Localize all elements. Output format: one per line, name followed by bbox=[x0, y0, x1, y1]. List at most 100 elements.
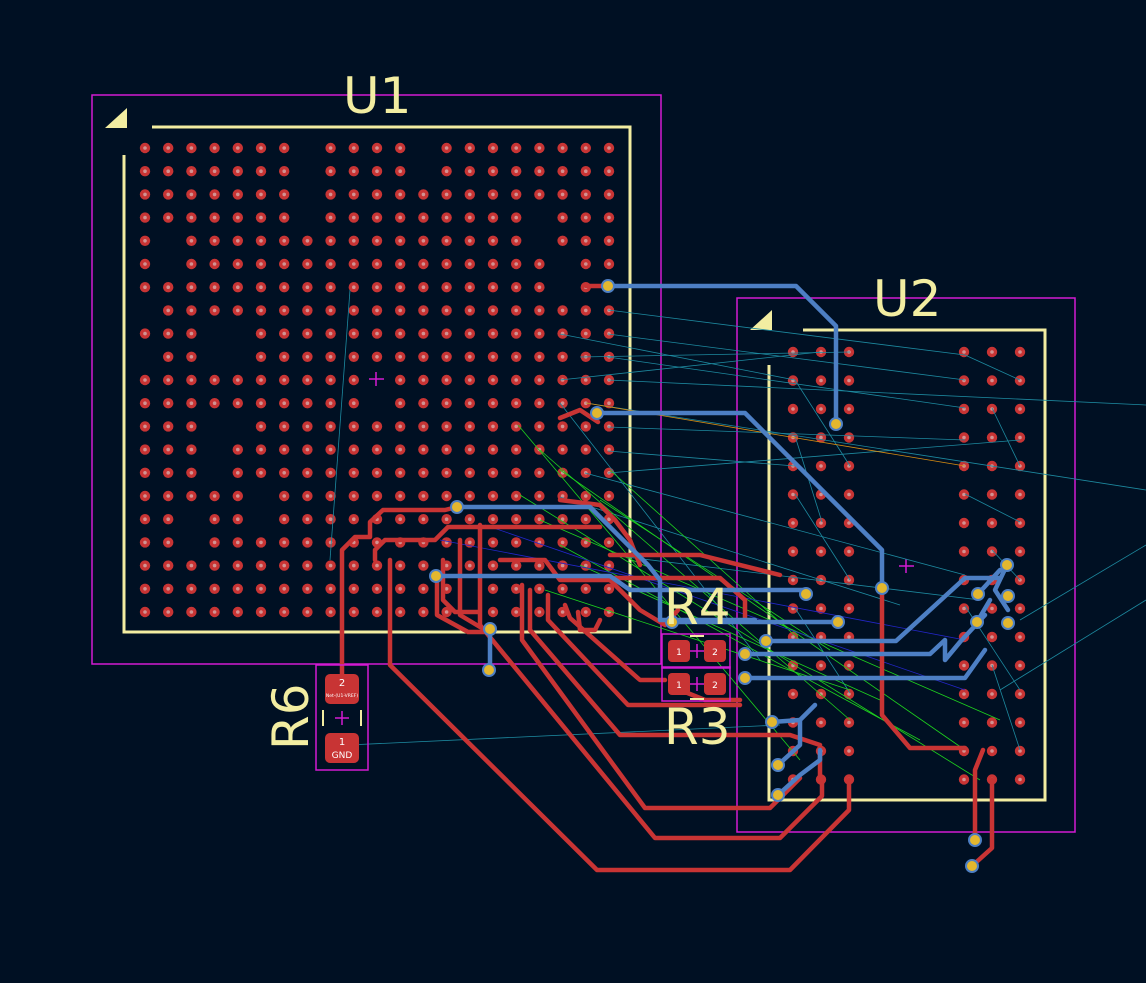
via[interactable] bbox=[971, 587, 985, 601]
footprint-r6[interactable]: 2 Net-(U1-VREF) 1 GND R6 bbox=[262, 664, 369, 771]
u2-pad-hole bbox=[1018, 749, 1022, 753]
u1-pad-hole bbox=[352, 401, 356, 406]
u1-pad-hole bbox=[212, 262, 217, 266]
u2-pad-hole bbox=[847, 663, 851, 668]
u1-pad-hole bbox=[491, 308, 495, 313]
u1-pad-hole bbox=[607, 587, 611, 591]
u1-courtyard bbox=[91, 94, 662, 665]
u1-pad-hole bbox=[305, 494, 310, 498]
u1-pad-hole bbox=[166, 146, 170, 150]
via[interactable] bbox=[483, 622, 497, 636]
via[interactable] bbox=[665, 615, 679, 629]
u1-pad-hole bbox=[491, 262, 495, 266]
via[interactable] bbox=[759, 634, 773, 648]
u1-pad-hole bbox=[537, 331, 542, 336]
u1-pad-hole bbox=[607, 563, 611, 568]
u1-pad-hole bbox=[143, 285, 147, 290]
via[interactable] bbox=[738, 647, 752, 661]
via[interactable] bbox=[601, 279, 615, 293]
u1-pad-hole bbox=[282, 285, 287, 290]
u1-pad-hole bbox=[143, 563, 147, 568]
via[interactable] bbox=[429, 569, 443, 583]
r3-pad-1[interactable] bbox=[668, 673, 690, 695]
r4-reference: R4 bbox=[664, 578, 731, 636]
footprint-r3[interactable]: 1 2 R3 bbox=[661, 666, 731, 756]
u1-pad-hole bbox=[236, 517, 240, 521]
r3-pad-2[interactable] bbox=[704, 673, 726, 695]
via[interactable] bbox=[450, 500, 464, 514]
u1-anchor bbox=[369, 372, 384, 386]
u1-pad-hole bbox=[607, 239, 611, 243]
u1-pad-hole bbox=[352, 447, 356, 452]
via[interactable] bbox=[799, 587, 813, 601]
via[interactable] bbox=[1001, 589, 1015, 603]
via[interactable] bbox=[482, 663, 496, 677]
u1-pad-hole bbox=[444, 447, 449, 452]
footprint-u2[interactable]: U2 bbox=[736, 270, 1076, 833]
u1-pad-hole bbox=[189, 239, 194, 243]
u1-pad-hole bbox=[398, 262, 403, 266]
via[interactable] bbox=[738, 671, 752, 685]
u1-pad-hole bbox=[468, 540, 472, 545]
via[interactable] bbox=[1000, 558, 1014, 572]
u1-pad-hole bbox=[584, 587, 588, 591]
via[interactable] bbox=[771, 758, 785, 772]
u1-pad-hole bbox=[514, 239, 518, 243]
u1-pad-hole bbox=[491, 355, 495, 359]
via[interactable] bbox=[1001, 616, 1015, 630]
u2-pad-hole bbox=[962, 492, 966, 497]
u1-pad-hole bbox=[212, 169, 217, 173]
u1-pad-hole bbox=[491, 587, 495, 591]
u1-pad-hole bbox=[189, 285, 194, 290]
u1-pad-hole bbox=[491, 378, 495, 382]
u2-pad-hole bbox=[847, 635, 851, 639]
u1-pad-hole bbox=[305, 308, 310, 313]
u1-pad-hole bbox=[444, 471, 449, 475]
r4-pad-2-label: 2 bbox=[712, 648, 718, 658]
u1-pad-hole bbox=[282, 169, 287, 173]
u1-pad-hole bbox=[328, 355, 333, 359]
u1-pad-hole bbox=[584, 215, 588, 220]
via[interactable] bbox=[831, 615, 845, 629]
u1-reference: U1 bbox=[343, 67, 411, 125]
u1-pad-hole bbox=[328, 540, 333, 545]
r4-pad-1[interactable] bbox=[668, 640, 690, 662]
u1-pad-hole bbox=[282, 494, 287, 498]
u1-pad-hole bbox=[398, 447, 403, 452]
footprint-r4[interactable]: 1 2 R4 bbox=[661, 578, 731, 669]
via[interactable] bbox=[765, 715, 779, 729]
u1-pad-hole bbox=[189, 563, 194, 568]
u1-pad-hole bbox=[259, 424, 263, 429]
u1-pad-hole bbox=[560, 563, 565, 568]
u1-pad-hole bbox=[444, 146, 449, 150]
r4-pad-2[interactable] bbox=[704, 640, 726, 662]
u1-pad-hole bbox=[212, 563, 217, 568]
via[interactable] bbox=[875, 581, 889, 595]
u1-pad-hole bbox=[375, 308, 379, 313]
u1-pad-hole bbox=[236, 146, 240, 150]
via[interactable] bbox=[771, 788, 785, 802]
u2-pad-hole bbox=[990, 720, 994, 725]
u2-pad-hole bbox=[962, 350, 966, 354]
u2-pad-hole bbox=[962, 606, 966, 611]
u1-pad-hole bbox=[236, 563, 240, 568]
u1-pad-hole bbox=[560, 447, 565, 452]
u2-pad-hole bbox=[819, 521, 823, 525]
r6-pad-1[interactable] bbox=[325, 733, 359, 763]
via[interactable] bbox=[965, 859, 979, 873]
u1-pad-hole bbox=[398, 169, 403, 173]
via[interactable] bbox=[590, 406, 604, 420]
u1-pad-hole bbox=[444, 192, 449, 197]
u1-pad-hole bbox=[537, 587, 542, 591]
u1-pad-hole bbox=[421, 262, 426, 266]
via[interactable] bbox=[829, 417, 843, 431]
u1-pad-hole bbox=[375, 610, 379, 614]
u1-pad-hole bbox=[305, 378, 310, 382]
via[interactable] bbox=[968, 833, 982, 847]
u1-pad-hole bbox=[282, 447, 287, 452]
u1-pad-hole bbox=[259, 192, 263, 197]
u1-pad-hole bbox=[282, 587, 287, 591]
r6-pad-2[interactable] bbox=[325, 674, 359, 704]
via[interactable] bbox=[970, 615, 984, 629]
